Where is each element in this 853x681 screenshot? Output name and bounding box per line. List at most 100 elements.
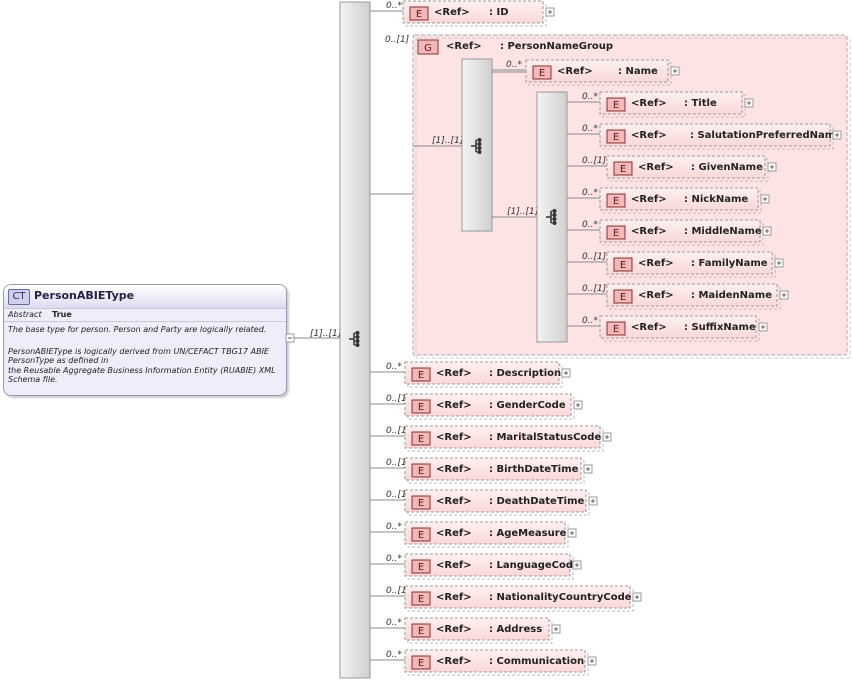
group-sequence-compositor[interactable] [461, 58, 493, 232]
complex-type-header: CT PersonABIEType [4, 285, 286, 309]
element-name: : LanguageCode [489, 560, 580, 571]
element-cardinality: 0..[1] [386, 586, 411, 596]
documentation-line: the Reusable Aggregate Business Informat… [8, 365, 276, 375]
name-sequence-compositor[interactable] [536, 91, 568, 343]
element-badge: E [418, 626, 424, 637]
element-cardinality: 0..* [386, 362, 402, 372]
expand-icon[interactable] [545, 7, 555, 17]
element-ref-box[interactable]: 0..*E<Ref>: ID [370, 0, 555, 27]
element-cardinality: 0..* [582, 188, 598, 198]
element-ref-label: <Ref> [631, 98, 667, 109]
element-badge-frame [613, 161, 633, 176]
element-frame [606, 155, 766, 179]
expand-icon[interactable] [779, 290, 789, 300]
element-ref-box[interactable]: 0..[1]E<Ref>: MaidenName [567, 283, 789, 310]
element-name: : AgeMeasure [489, 528, 567, 539]
expand-icon[interactable] [588, 496, 598, 506]
element-badge-frame [411, 591, 431, 606]
element-badge: E [620, 164, 626, 175]
element-ref-box[interactable]: 0..*E<Ref>: SalutationPreferredName [567, 123, 842, 150]
element-badge-frame [411, 559, 431, 574]
element-badge: E [613, 100, 619, 111]
element-name: : DeathDateTime [489, 496, 584, 507]
element-badge: E [418, 434, 424, 445]
element-badge-frame [606, 129, 626, 144]
element-name: : MaidenName [691, 290, 772, 301]
element-ref-box[interactable]: 0..*E<Ref>: Address [370, 617, 561, 644]
expand-icon[interactable] [572, 560, 582, 570]
element-badge: E [418, 658, 424, 669]
expand-icon[interactable] [583, 464, 593, 474]
expand-icon[interactable] [573, 400, 583, 410]
expand-icon[interactable] [567, 528, 577, 538]
element-badge-frame [411, 655, 431, 670]
sequence-icon [471, 138, 482, 154]
element-ref-box[interactable]: 0..[1]E<Ref>: NationalityCountryCode [370, 585, 642, 612]
element-frame [404, 617, 550, 641]
element-ref-box[interactable]: 0..*E<Ref>: LanguageCode [370, 553, 582, 580]
complex-type-badge: CT [8, 289, 30, 305]
element-badge-frame [613, 289, 633, 304]
element-frame [404, 585, 631, 609]
element-ref-box[interactable]: 0..[1]E<Ref>: MaritalStatusCode [370, 425, 612, 452]
expand-icon[interactable] [762, 226, 772, 236]
element-badge: E [613, 324, 619, 335]
group-name: : PersonNameGroup [500, 41, 613, 52]
element-cardinality: 0..[1] [582, 156, 607, 166]
expand-icon[interactable] [774, 258, 784, 268]
collapse-toggle[interactable] [285, 333, 295, 343]
element-name: : Name [618, 66, 658, 77]
expand-icon[interactable] [832, 130, 842, 140]
element-cardinality: 0..[1] [582, 252, 607, 262]
element-badge-frame [411, 623, 431, 638]
element-ref-box[interactable]: 0..[1]E<Ref>: BirthDateTime [370, 457, 593, 484]
element-ref-box[interactable]: 0..*E<Ref>: AgeMeasure [370, 521, 577, 548]
complex-type-box[interactable]: CT PersonABIEType Abstract True The base… [3, 284, 287, 396]
element-badge-frame [411, 399, 431, 414]
element-ref-box[interactable]: 0..[1]E<Ref>: GivenName [567, 155, 777, 182]
documentation-line: The base type for person. Person and Par… [8, 325, 267, 334]
expand-icon[interactable] [767, 162, 777, 172]
element-frame [599, 187, 759, 211]
expand-icon[interactable] [551, 624, 561, 634]
expand-icon[interactable] [602, 432, 612, 442]
expand-icon[interactable] [760, 194, 770, 204]
element-ref-box[interactable]: 0..[1]E<Ref>: GenderCode [370, 393, 583, 420]
element-badge-frame [606, 225, 626, 240]
element-name: : Communication [489, 656, 584, 667]
element-ref-label: <Ref> [631, 226, 667, 237]
element-frame [404, 553, 571, 577]
element-badge: E [613, 132, 619, 143]
expand-icon[interactable] [587, 656, 597, 666]
element-name: : FamilyName [691, 258, 768, 269]
expand-icon[interactable] [758, 322, 768, 332]
expand-icon[interactable] [670, 66, 680, 76]
element-cardinality: 0..* [582, 92, 598, 102]
element-badge: E [613, 196, 619, 207]
abstract-row: Abstract True [4, 309, 286, 322]
main-sequence-compositor[interactable] [339, 1, 371, 679]
element-ref-box[interactable]: 0..[1]E<Ref>: FamilyName [567, 251, 784, 278]
documentation-line: Schema file. [8, 375, 58, 384]
expand-icon[interactable] [744, 98, 754, 108]
element-ref-label: <Ref> [436, 560, 472, 571]
element-frame [599, 123, 831, 147]
element-ref-box[interactable]: 0..*E<Ref>: Communication [370, 649, 597, 676]
element-ref-box[interactable]: 0..*E<Ref>: SuffixName [567, 315, 768, 342]
expand-icon[interactable] [632, 592, 642, 602]
element-badge: E [418, 498, 424, 509]
element-ref-box[interactable]: 0..* E <Ref> : Title [567, 91, 754, 118]
element-ref-box[interactable]: 0..*E<Ref>: MiddleName [567, 219, 772, 246]
element-cardinality: 0..* [582, 220, 598, 230]
expand-icon[interactable] [561, 368, 571, 378]
sequence-icon [546, 209, 557, 225]
element-ref-box[interactable]: 0..*E<Ref>: Name [492, 59, 680, 86]
element-badge: E [418, 562, 424, 573]
element-badge-frame [411, 367, 431, 382]
element-name: : Title [684, 98, 717, 109]
element-ref-box[interactable]: 0..*E<Ref>: NickName [567, 187, 770, 214]
element-frame [404, 393, 572, 417]
element-ref-box[interactable]: 0..*E<Ref>: Description [370, 361, 571, 388]
element-cardinality: 0..[1] [386, 490, 411, 500]
element-ref-box[interactable]: 0..[1]E<Ref>: DeathDateTime [370, 489, 598, 516]
